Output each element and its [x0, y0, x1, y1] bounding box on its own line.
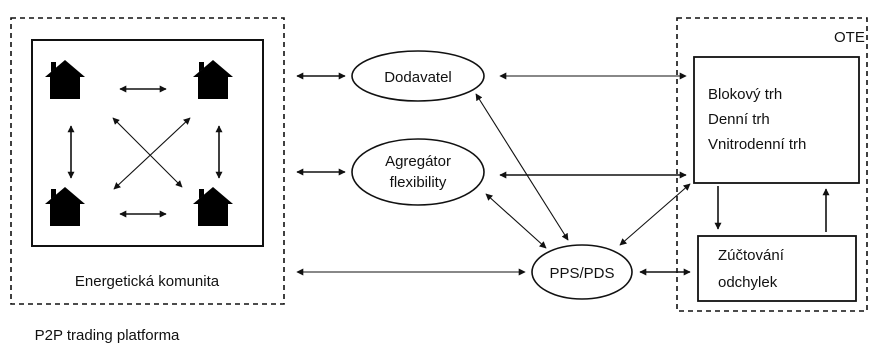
markets-tso-arrow: [619, 183, 691, 246]
house-icon: [193, 60, 233, 99]
settlement-box: [697, 235, 857, 302]
settlement-label-line1: Zúčtování: [718, 247, 785, 264]
tso-dso-node: [531, 244, 633, 300]
house-link-arrow: [112, 117, 183, 188]
supplier-label: Dodavatel: [384, 69, 452, 86]
markets-box: [693, 56, 860, 184]
supplier-tso-arrow: [475, 93, 569, 241]
house-icon: [193, 187, 233, 226]
p2p-platform-boundary: [10, 17, 285, 305]
aggregator-label-line1: Agregátor: [385, 153, 451, 170]
ote-label: OTE: [834, 29, 865, 46]
settlement-label-line2: odchylek: [718, 274, 778, 291]
house-icon: [45, 60, 85, 99]
aggregator-node: [351, 138, 485, 206]
market-block: Blokový trh: [708, 86, 782, 103]
energy-community-box: [31, 39, 264, 247]
house-link-arrow: [113, 117, 191, 190]
market-intraday: Vnitrodenní trh: [708, 136, 806, 153]
energy-community-label: Energetická komunita: [75, 273, 220, 290]
aggregator-tso-arrow: [485, 193, 547, 249]
market-day-ahead: Denní trh: [708, 111, 770, 128]
house-icon: [45, 187, 85, 226]
p2p-platform-caption: P2P trading platforma: [35, 327, 180, 344]
aggregator-label-line2: flexibility: [390, 174, 447, 191]
supplier-node: [351, 50, 485, 102]
ote-boundary: [676, 17, 868, 312]
tso-dso-label: PPS/PDS: [549, 265, 614, 282]
